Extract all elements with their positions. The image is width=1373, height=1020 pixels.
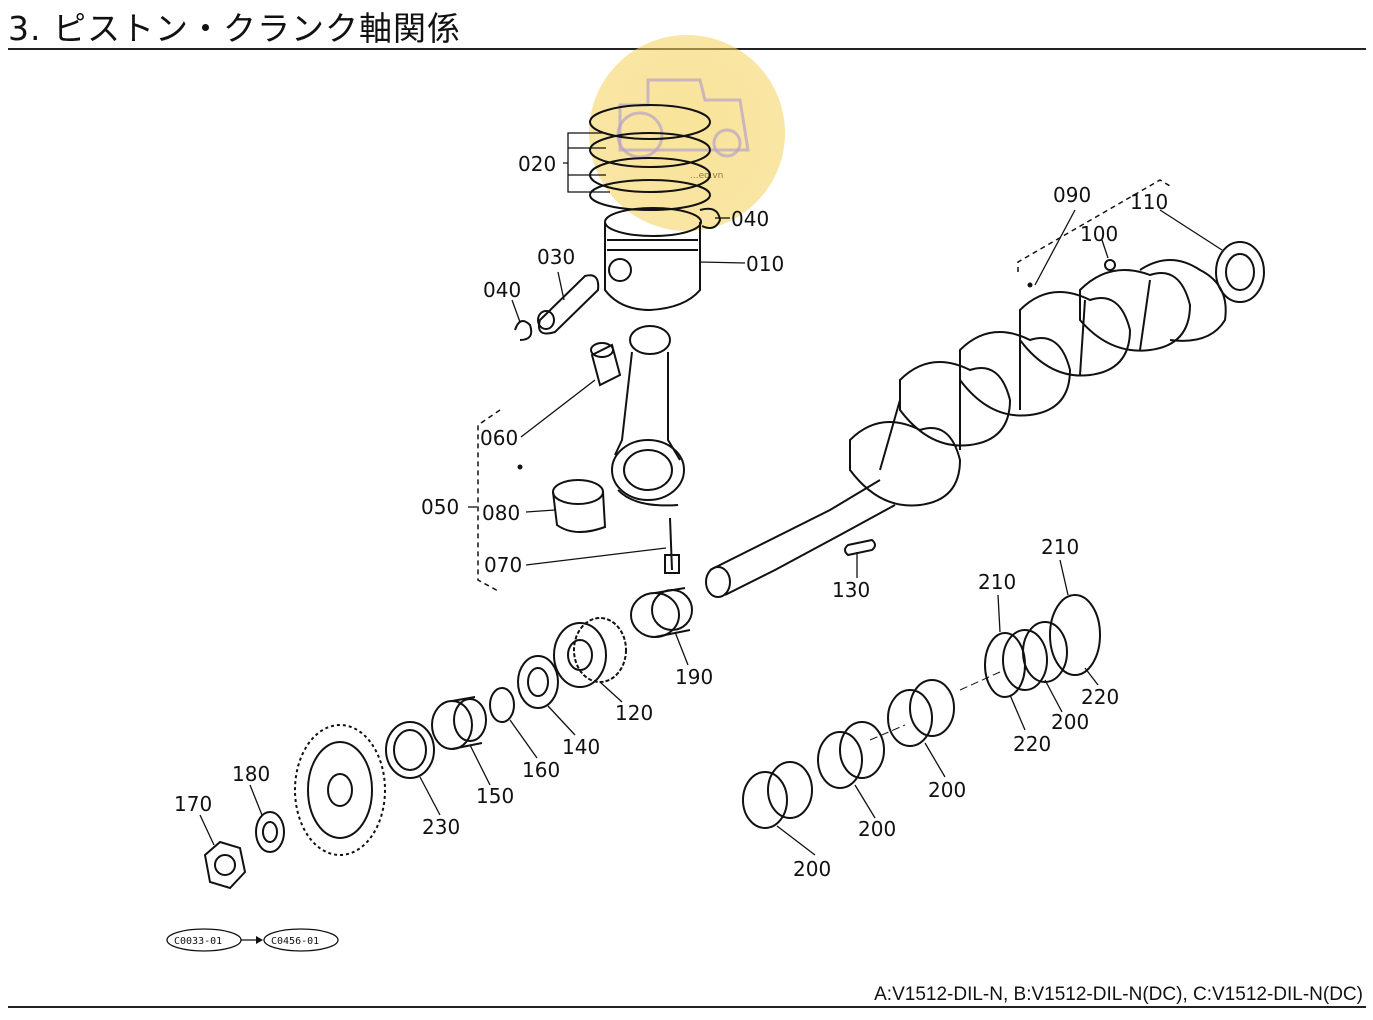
ref-to-text: C0456-01 <box>271 936 319 947</box>
reference-chain: C0033-01 C0456-01 <box>166 928 339 952</box>
snap-ring <box>514 207 722 341</box>
part-label-200-a: 200 <box>793 857 831 881</box>
crankshaft-pulley <box>294 724 386 856</box>
part-label-200-d: 200 <box>1051 710 1089 734</box>
crankshaft-bracket-090 <box>1017 179 1171 272</box>
ref-bubble-to <box>263 928 339 952</box>
collar-150 <box>431 696 487 750</box>
part-label-190: 190 <box>675 665 713 689</box>
thrust-washer-210-a <box>984 632 1026 698</box>
ball-bearing <box>1215 241 1265 303</box>
part-label-200-b: 200 <box>858 817 896 841</box>
piston-pin <box>537 274 600 335</box>
part-label-220-b: 220 <box>1081 685 1119 709</box>
piston <box>604 207 702 312</box>
part-label-140: 140 <box>562 735 600 759</box>
main-bearing-190 <box>630 587 693 638</box>
leader-lines <box>199 132 1223 856</box>
steel-ball <box>1104 259 1116 271</box>
small-end-bushing <box>590 342 622 387</box>
big-end-bearing <box>552 479 607 533</box>
part-label-210-a: 210 <box>978 570 1016 594</box>
part-label-100: 100 <box>1080 222 1118 246</box>
thrust-washer-210-b <box>1049 594 1101 676</box>
part-label-070: 070 <box>484 553 522 577</box>
part-label-200-c: 200 <box>928 778 966 802</box>
part-label-030: 030 <box>537 245 575 269</box>
part-label-230: 230 <box>422 815 460 839</box>
assembly-bracket-050 <box>477 409 501 593</box>
arrow-right-icon <box>256 936 263 944</box>
part-label-150: 150 <box>476 784 514 808</box>
main-bearing-200-d <box>1002 621 1068 691</box>
watermark-text: ...eo.vn <box>690 171 723 181</box>
oil-seal-230 <box>385 721 435 779</box>
part-label-170: 170 <box>174 792 212 816</box>
part-label-180: 180 <box>232 762 270 786</box>
feather-key <box>844 538 876 557</box>
page-title: 3. ピストン・クランク軸関係 <box>8 9 461 48</box>
part-label-010: 010 <box>746 252 784 276</box>
footer-divider <box>8 1006 1366 1008</box>
part-label-050: 050 <box>421 495 459 519</box>
part-label-090: 090 <box>1053 183 1091 207</box>
crankshaft <box>705 259 1227 598</box>
watermark-logo: ...eo.vn <box>589 35 785 231</box>
model-list: A:V1512-DIL-N, B:V1512-DIL-N(DC), C:V151… <box>874 984 1363 1005</box>
part-label-060: 060 <box>480 426 518 450</box>
main-bearing-200-a <box>742 761 813 829</box>
part-label-080: 080 <box>482 501 520 525</box>
connecting-rod <box>611 325 685 574</box>
washer-180 <box>255 811 285 853</box>
part-label-130: 130 <box>832 578 870 602</box>
part-label-160: 160 <box>522 758 560 782</box>
part-label-110: 110 <box>1130 190 1168 214</box>
o-ring-160 <box>489 687 515 723</box>
piston-rings <box>589 104 711 211</box>
part-label-220-a: 220 <box>1013 732 1051 756</box>
main-bearing-200-b <box>817 721 885 789</box>
crankshaft-gear <box>553 617 627 688</box>
part-label-020: 020 <box>518 152 556 176</box>
part-label-040-upper: 040 <box>731 207 769 231</box>
main-bearing-200-c <box>887 679 955 747</box>
collar-140 <box>517 655 559 709</box>
part-label-210-b: 210 <box>1041 535 1079 559</box>
ref-from-text: C0033-01 <box>174 936 222 947</box>
nut-170 <box>203 840 247 890</box>
part-label-040-lower: 040 <box>483 278 521 302</box>
part-label-120: 120 <box>615 701 653 725</box>
